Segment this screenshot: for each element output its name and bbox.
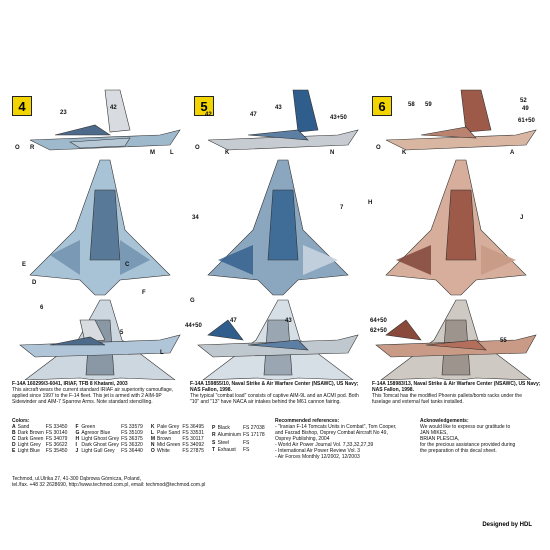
acknowledgements: Acknowledgements: We would like to expre… [420,418,545,454]
top-plan [29,159,171,296]
publisher-address: Techmod, ul.Ulrika 27, 41-300 Dąbrowa Gó… [12,476,141,482]
reference-line: and Farzad Bishop, Osprey Combat Aircraf… [275,430,388,436]
colors-heading: Colors: [12,418,30,424]
callout-52: 52 [520,98,527,104]
callout-l: L [170,150,174,156]
callout-r: R [30,145,35,151]
callout-42: 42 [205,112,212,118]
plate-number-badge: 4 [12,96,32,116]
plate-6-text: F-14A 158983/13, Naval Strike & Air Warf… [372,381,542,405]
callout-23: 23 [60,110,67,116]
references-heading: Recommended references: [275,418,340,424]
callout-61-50: 61+50 [518,118,535,124]
callout-43b: 43 [285,318,292,324]
callout-o: O [376,145,381,151]
ack-line: BRIAN PLESCIA, [420,436,460,442]
plate-4-title: F-14A 160299/3-6041, IRIAF, TFB 8 Khatam… [12,381,128,387]
publisher-info: Techmod, ul.Ulrika 27, 41-300 Dąbrowa Gó… [12,476,272,488]
callout-43: 43 [275,105,282,111]
callout-d: D [32,280,37,286]
designer-credit: Designed by HDL [482,522,532,528]
plate-6-title: F-14A 158983/13, Naval Strike & Air Warf… [372,381,541,393]
callout-55: 55 [500,338,507,344]
reference-line: Osprey Publishing, 2004 [275,436,330,442]
reference-line: - "Iranian F-14 Tomcats Units in Combat"… [275,424,397,430]
callout-42: 42 [110,105,117,111]
callout-o: O [195,145,200,151]
callout-n: N [330,150,335,156]
callout-a: A [510,150,515,156]
top-plan [207,159,349,296]
references: Recommended references: - "Iranian F-14 … [275,418,415,460]
reference-line: - World Air Power Journal Vol. 7,33,32,2… [275,442,374,448]
callout-44-50: 44+50 [185,323,202,329]
top-plan [385,159,527,296]
callout-o: O [15,145,20,151]
callout-47: 47 [250,112,257,118]
acknowledgements-heading: Acknowledgements: [420,418,469,424]
f14-nsawc13-side-bottom [375,319,537,358]
plate-4-text: F-14A 160299/3-6041, IRIAF, TFB 8 Khatam… [12,381,182,405]
publisher-contact: tel./fax. +48 32 2628690, http://www.tec… [12,482,206,488]
f14-nsawc10-side-bottom [197,319,359,358]
plate-5-description: The typical "combat load" consists of ca… [190,393,359,405]
ack-line: We would like to express our gratitude t… [420,424,511,430]
reference-line: - International Air Power Review Vol. 3 [275,448,361,454]
side-profile-top [29,89,181,151]
callout-62-50: 62+50 [370,328,387,334]
callout-h: H [368,200,373,206]
f14-nsawc10-drawings [202,89,359,380]
side-profile-top [207,89,359,151]
callout-l2: L [160,350,164,356]
plate-number-badge: 5 [194,96,214,116]
f14-iriaf-side-bottom [19,319,181,358]
plate-4-description: This aircraft wears the current standard… [12,387,174,405]
callout-49: 49 [522,106,529,112]
callout-7: 7 [340,205,344,211]
callout-m: M [150,150,155,156]
callout-47b: 47 [230,318,237,324]
reference-line: - Air Forces Monthly 12/2002, 12/2003 [275,454,360,460]
callout-58: 58 [408,102,415,108]
callout-5: 5 [120,330,124,336]
ack-line: for the precious assistance provided dur… [420,442,516,448]
plate-5-title: F-14A 159855/10, Naval Strike & Air Warf… [190,381,359,393]
callout-k: K [225,150,230,156]
callout-e: E [22,262,27,268]
callout-34: 34 [192,215,199,221]
ack-line: JAN MIKES, [420,430,448,436]
ack-line: the preparation of this decal sheet. [420,448,497,454]
callout-k: K [402,150,407,156]
callout-6: 6 [40,305,44,311]
plate-5-text: F-14A 159855/10, Naval Strike & Air Warf… [190,381,360,405]
f14-iriaf-drawings [24,89,181,380]
plate-number-badge: 6 [372,96,392,116]
callout-f: F [142,290,146,296]
callout-j: J [520,215,524,221]
callout-43-50: 43+50 [330,115,347,121]
callout-g: G [190,298,195,304]
callout-64-50: 64+50 [370,318,387,324]
callout-59: 59 [425,102,432,108]
callout-c: C [125,262,130,268]
side-profile-top [385,89,537,151]
plate-6-description: This Tomcat has the modified Phoenix pal… [372,393,522,405]
